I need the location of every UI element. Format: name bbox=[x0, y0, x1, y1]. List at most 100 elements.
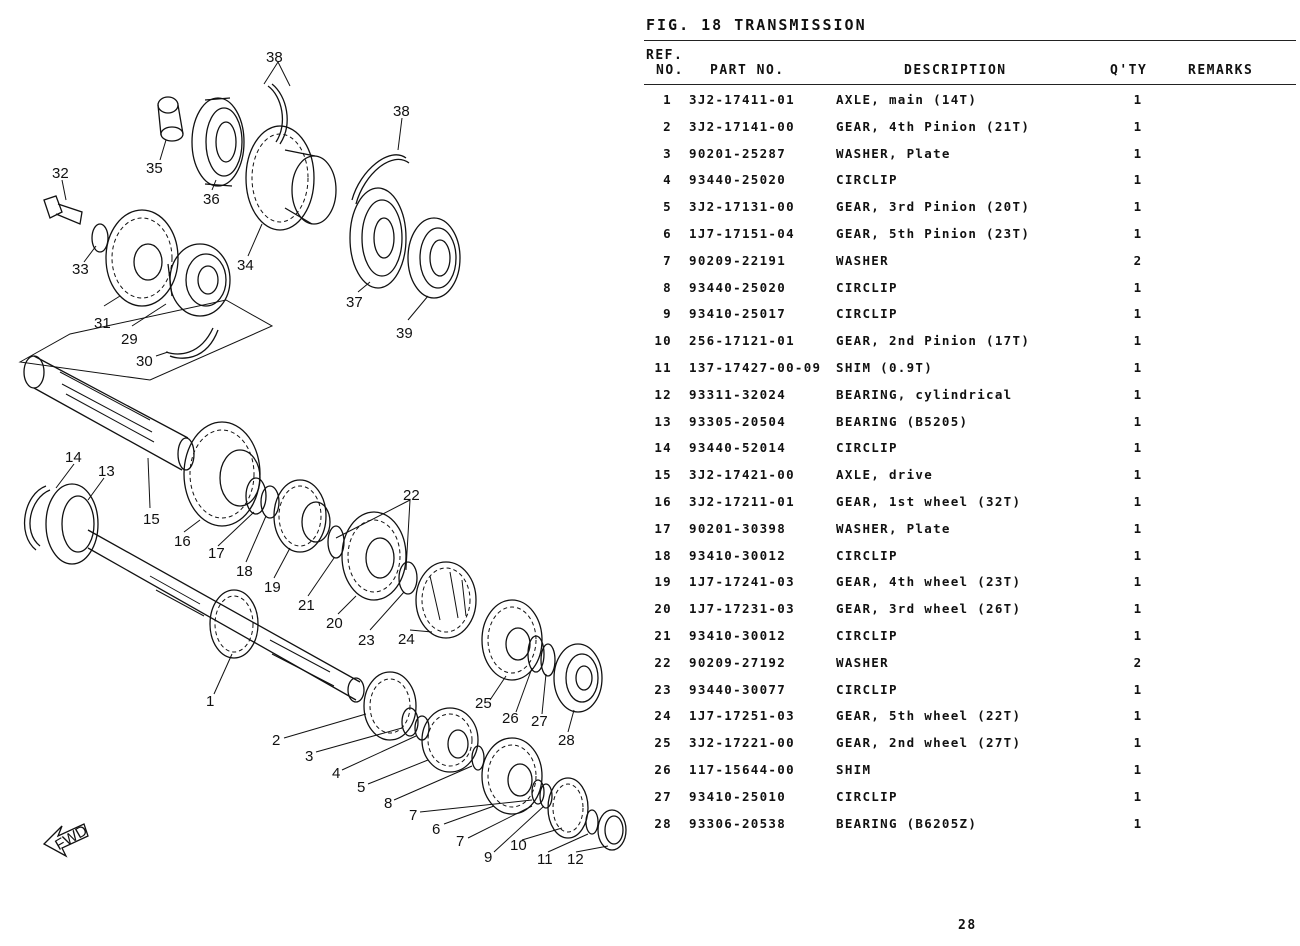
cell-ref-no: 14 bbox=[654, 440, 672, 456]
fwd-arrow-icon: FWD bbox=[42, 822, 91, 858]
callout-2: 2 bbox=[272, 732, 280, 749]
cell-part-no: 1J7-17251-03 bbox=[689, 708, 795, 724]
cell-part-no: 1J7-17241-03 bbox=[689, 574, 795, 590]
part-2-gear-4th-pinion bbox=[363, 671, 417, 741]
cell-ref-no: 2 bbox=[663, 118, 672, 134]
cell-ref-no: 7 bbox=[663, 252, 672, 268]
cell-description: SHIM bbox=[836, 761, 872, 777]
cell-ref-no: 12 bbox=[654, 386, 672, 402]
cell-part-no: 93440-52014 bbox=[689, 440, 787, 456]
callout-10: 10 bbox=[510, 837, 527, 854]
cell-description: WASHER, Plate bbox=[836, 520, 951, 536]
leader-lines bbox=[55, 61, 609, 853]
cell-description: AXLE, drive bbox=[836, 467, 934, 483]
cell-description: WASHER bbox=[836, 252, 889, 268]
cell-description: CIRCLIP bbox=[836, 681, 898, 697]
callout-36: 36 bbox=[203, 191, 220, 208]
cell-ref-no: 27 bbox=[654, 788, 672, 804]
part-23-circlip bbox=[398, 561, 418, 595]
header-ref-line2: NO. bbox=[656, 63, 684, 78]
cell-part-no: 3J2-17141-00 bbox=[689, 118, 795, 134]
cell-qty: 1 bbox=[1133, 279, 1143, 295]
cell-description: GEAR, 4th wheel (23T) bbox=[836, 574, 1022, 590]
drive-axle-group bbox=[23, 355, 477, 703]
part-5-gear-3rd-pinion bbox=[421, 707, 479, 773]
callout-17: 17 bbox=[208, 545, 225, 562]
cell-description: GEAR, 1st wheel (32T) bbox=[836, 493, 1022, 509]
cell-description: GEAR, 2nd Pinion (17T) bbox=[836, 333, 1031, 349]
callout-29: 29 bbox=[121, 331, 138, 348]
part-13-bearing bbox=[45, 483, 365, 703]
part-38-circlip-right bbox=[351, 154, 410, 205]
cell-description: GEAR, 2nd wheel (27T) bbox=[836, 735, 1022, 751]
part-37-bearing bbox=[349, 187, 407, 289]
callout-37: 37 bbox=[346, 294, 363, 311]
title-rule bbox=[644, 40, 1296, 41]
cell-part-no: 90209-27192 bbox=[689, 654, 787, 670]
part-7-washer bbox=[531, 779, 545, 805]
header-remarks: REMARKS bbox=[1188, 63, 1254, 78]
cell-description: GEAR, 5th Pinion (23T) bbox=[836, 225, 1031, 241]
part-14-circlip bbox=[23, 485, 51, 551]
cell-part-no: 137-17427-00-09 bbox=[689, 359, 822, 375]
cell-qty: 1 bbox=[1133, 359, 1143, 375]
cell-part-no: 3J2-17131-00 bbox=[689, 199, 795, 215]
callout-7b: 7 bbox=[456, 833, 464, 850]
part-16-gear-1st-wheel bbox=[183, 421, 261, 527]
cell-qty: 1 bbox=[1133, 547, 1143, 563]
callout-23: 23 bbox=[358, 632, 375, 649]
cell-part-no: 1J7-17231-03 bbox=[689, 601, 795, 617]
callout-3: 3 bbox=[305, 748, 313, 765]
cell-part-no: 93440-30077 bbox=[689, 681, 787, 697]
cell-ref-no: 23 bbox=[654, 681, 672, 697]
cell-description: CIRCLIP bbox=[836, 172, 898, 188]
cell-part-no: 93410-25017 bbox=[689, 306, 787, 322]
cell-part-no: 3J2-17411-01 bbox=[689, 92, 795, 107]
part-27-circlip bbox=[540, 643, 556, 677]
cell-ref-no: 17 bbox=[654, 520, 672, 536]
cell-qty: 1 bbox=[1133, 386, 1143, 402]
callout-20: 20 bbox=[326, 615, 343, 632]
callout-8: 8 bbox=[384, 795, 392, 812]
cell-qty: 1 bbox=[1133, 761, 1143, 777]
callout-31: 31 bbox=[94, 315, 111, 332]
cell-ref-no: 26 bbox=[654, 761, 672, 777]
part-19-gear-4th-wheel bbox=[273, 479, 331, 553]
cell-qty: 1 bbox=[1133, 681, 1143, 697]
part-39-oil-seal bbox=[407, 217, 461, 299]
cell-part-no: 3J2-17221-00 bbox=[689, 735, 795, 751]
callout-1: 1 bbox=[206, 693, 214, 710]
callout-9: 9 bbox=[484, 849, 492, 866]
cell-description: BEARING, cylindrical bbox=[836, 386, 1013, 402]
cell-ref-no: 24 bbox=[654, 708, 672, 724]
page-number: 28 bbox=[958, 918, 977, 933]
part-10-gear-2nd-pinion bbox=[547, 777, 589, 839]
callout-7a: 7 bbox=[409, 807, 417, 824]
part-34-gear bbox=[245, 125, 337, 231]
cell-qty: 1 bbox=[1133, 493, 1143, 509]
part-33-washer bbox=[91, 223, 109, 253]
cell-part-no: 93410-25010 bbox=[689, 788, 787, 804]
part-9-circlip bbox=[539, 783, 553, 809]
part-6-gear-5th-pinion bbox=[481, 737, 543, 815]
cell-description: GEAR, 5th wheel (22T) bbox=[836, 708, 1022, 724]
cell-qty: 1 bbox=[1133, 440, 1143, 456]
cell-part-no: 90201-25287 bbox=[689, 145, 787, 161]
part-18-circlip bbox=[260, 485, 280, 519]
table-row: 23 93440-30077 CIRCLIP 1 bbox=[644, 676, 1296, 703]
callout-38b: 38 bbox=[393, 103, 410, 120]
part-8-circlip bbox=[471, 745, 485, 771]
header-ref-line1: REF. bbox=[646, 48, 684, 63]
part-1-main-axle-gear bbox=[209, 589, 259, 659]
header-part-no: PART NO. bbox=[710, 63, 785, 78]
